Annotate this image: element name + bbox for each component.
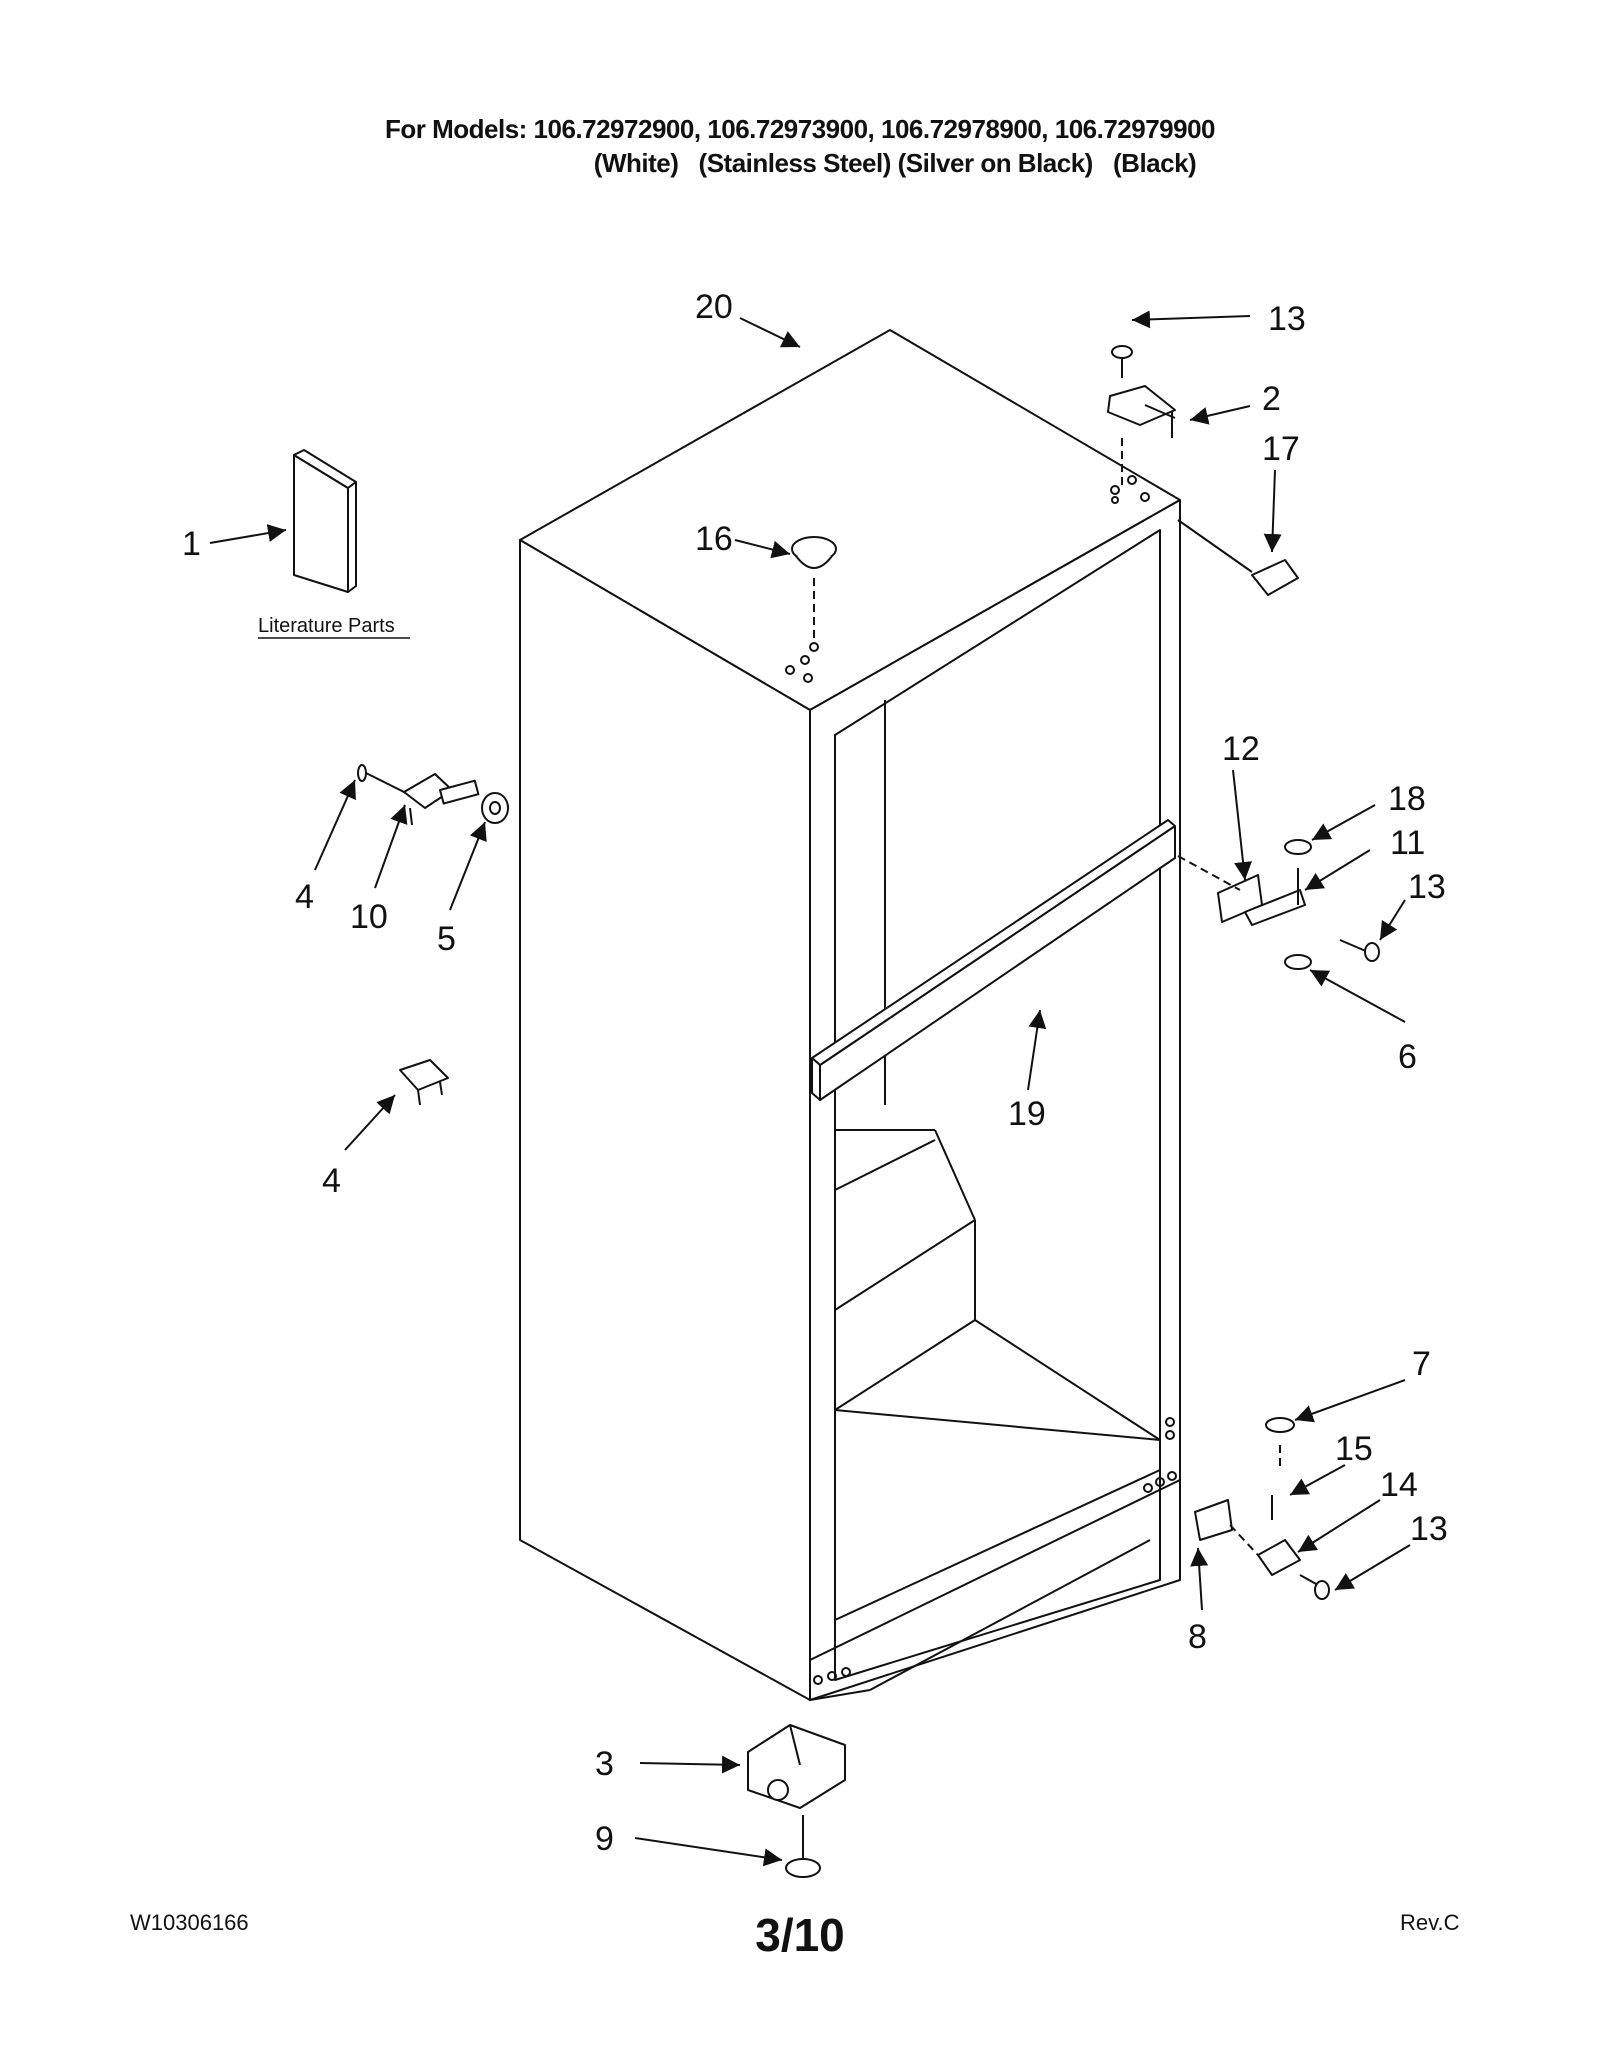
callout-9: 9 [595,1820,614,1858]
callout-6: 6 [1398,1038,1417,1076]
leveling-roller-assembly [747,1724,846,1878]
callout-5: 5 [437,920,456,958]
plug-button [791,536,837,652]
literature-parts-booklet [293,449,357,593]
models-line: For Models: 106.72972900, 106.72973900, … [384,114,1216,144]
center-rail [811,819,1176,1101]
callout-14: 14 [1380,1466,1418,1504]
callout-8: 8 [1188,1618,1207,1656]
door-stop-clip [399,1059,449,1106]
page-number: 3/10 [755,1909,845,1961]
callout-4-upper: 4 [295,878,314,916]
callout-15: 15 [1335,1430,1373,1468]
document-number: W10306166 [130,1910,249,1935]
leader-lines [209,310,1411,1867]
hinge-cover [1177,519,1299,596]
callout-18: 18 [1388,780,1426,818]
revision-label: Rev.C [1400,1910,1460,1935]
middle-hinge-assembly [1177,839,1380,970]
callout-3: 3 [595,1745,614,1783]
callout-10: 10 [350,898,388,936]
top-hinge [1107,345,1176,490]
callout-4-lower: 4 [322,1162,341,1200]
page-header: For Models: 106.72972900, 106.72973900, … [0,112,1600,180]
finishes-line: (White) (Stainless Steel) (Silver on Bla… [593,148,1197,178]
callout-13-bottom: 13 [1410,1510,1448,1548]
callout-13-top: 13 [1268,300,1306,338]
callout-17: 17 [1262,430,1300,468]
callout-2: 2 [1262,380,1281,418]
door-stop-assembly [357,764,509,826]
bottom-hinge-assembly [1194,1417,1330,1600]
callout-11: 11 [1390,824,1425,862]
callout-19: 19 [1008,1095,1046,1133]
callout-16: 16 [695,520,733,558]
cabinet-shell [519,329,1181,1701]
callout-7: 7 [1412,1345,1431,1383]
literature-parts-label: Literature Parts [258,615,395,637]
callout-13-middle: 13 [1408,868,1446,906]
callout-20: 20 [695,288,733,326]
callout-1: 1 [182,525,201,563]
callout-12: 12 [1222,730,1260,768]
